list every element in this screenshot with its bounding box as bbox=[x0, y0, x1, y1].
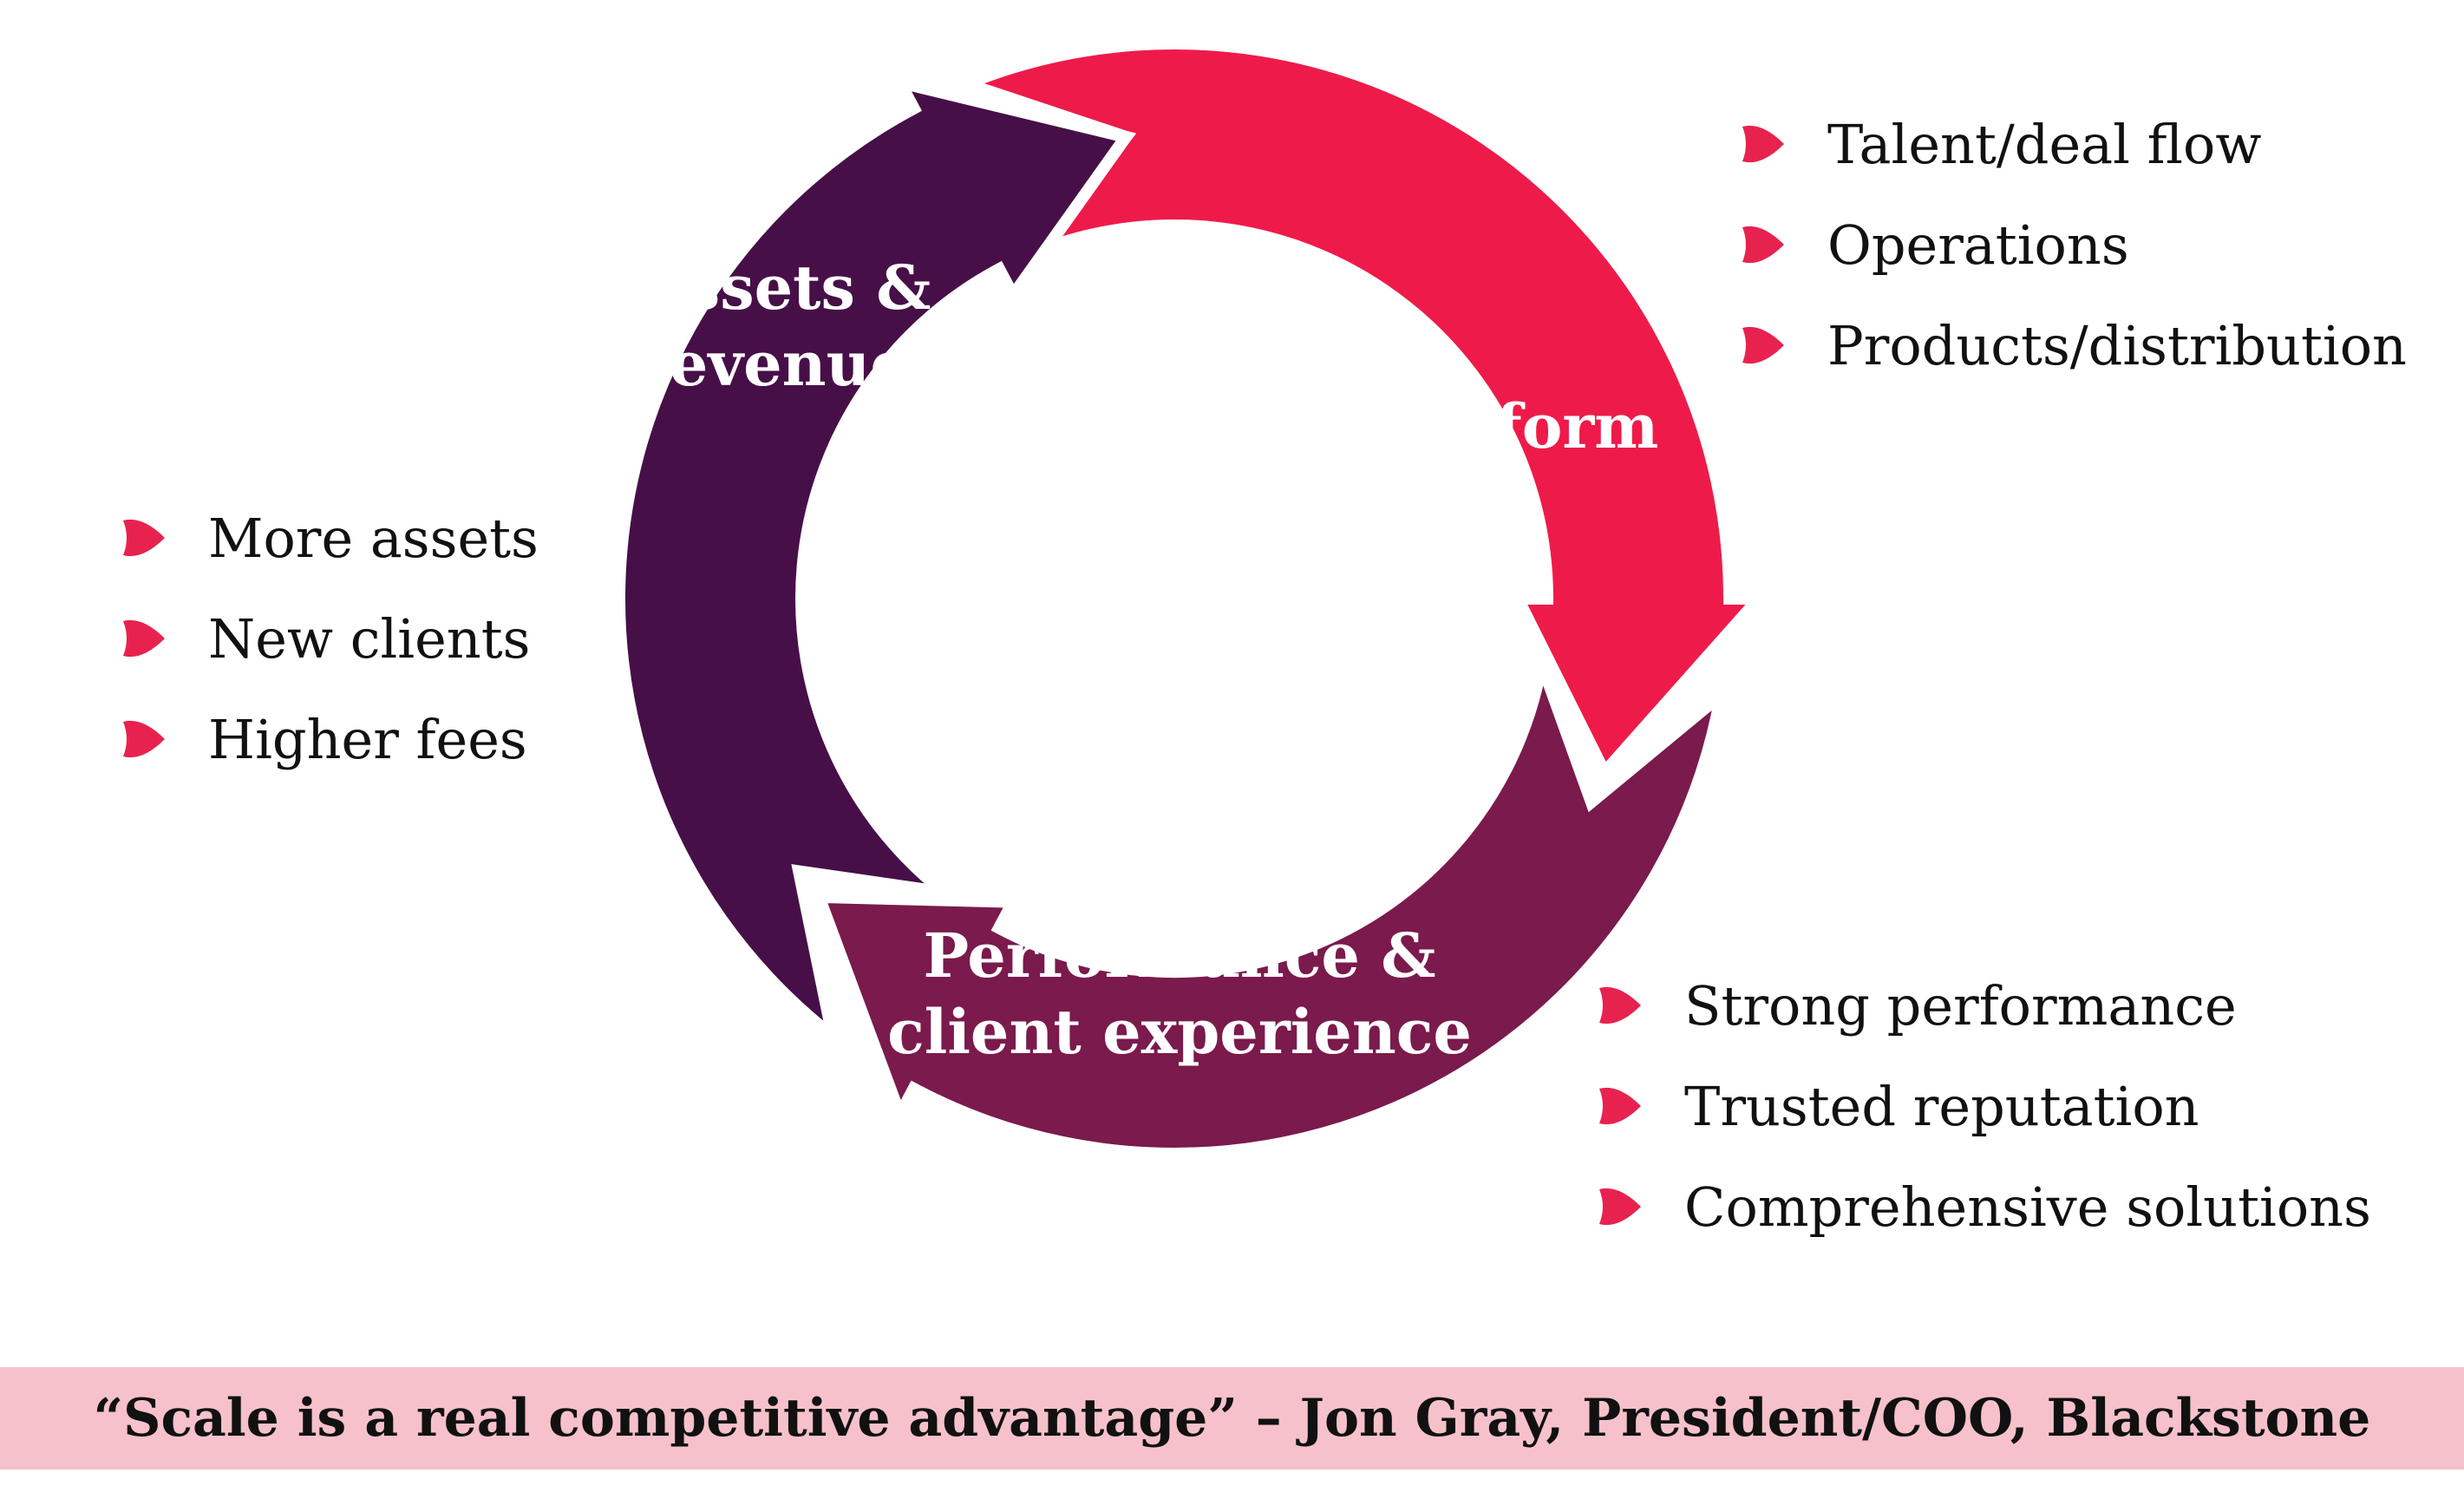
cycle-arrows bbox=[613, 37, 1773, 1161]
bullet-text: Talent/deal flow bbox=[1827, 112, 2262, 176]
bullet-marker-icon bbox=[1737, 222, 1786, 267]
assets-label-line2: revenues bbox=[637, 328, 944, 400]
bullet-marker-icon bbox=[1594, 983, 1643, 1028]
list-item: Talent/deal flow bbox=[1737, 94, 2407, 194]
bullet-marker-icon bbox=[1737, 323, 1786, 368]
quote-banner: “Scale is a real competitive advantage” … bbox=[0, 1367, 2464, 1470]
bullet-marker-icon bbox=[118, 616, 167, 661]
list-item: New clients bbox=[118, 588, 539, 689]
bullet-text: Operations bbox=[1827, 213, 2129, 277]
list-item: Trusted reputation bbox=[1594, 1056, 2371, 1156]
platform-label: Platform bbox=[1327, 389, 1691, 465]
bullet-marker-icon bbox=[118, 717, 167, 762]
performance-client-experience-label: Performance & client experience bbox=[876, 918, 1483, 1070]
bullet-text: Higher fees bbox=[208, 707, 527, 771]
bullet-text: More assets bbox=[208, 506, 539, 570]
performance-bullet-list: Strong performance Trusted reputation Co… bbox=[1594, 955, 2371, 1257]
performance-arrow bbox=[810, 639, 1730, 1161]
performance-label-line2: client experience bbox=[887, 996, 1472, 1068]
bullet-marker-icon bbox=[118, 515, 167, 560]
bullet-marker-icon bbox=[1594, 1083, 1643, 1129]
performance-label-line1: Performance & bbox=[923, 920, 1436, 992]
list-item: Strong performance bbox=[1594, 955, 2371, 1056]
list-item: Comprehensive solutions bbox=[1594, 1156, 2371, 1257]
platform-label-line1: Platform bbox=[1359, 390, 1659, 462]
bullet-text: Comprehensive solutions bbox=[1684, 1175, 2371, 1239]
bullet-text: Trusted reputation bbox=[1684, 1074, 2199, 1138]
bullet-marker-icon bbox=[1737, 121, 1786, 167]
platform-bullet-list: Talent/deal flow Operations Products/dis… bbox=[1737, 94, 2407, 396]
assets-bullet-list: More assets New clients Higher fees bbox=[118, 488, 539, 789]
bullet-text: Strong performance bbox=[1684, 973, 2237, 1038]
assets-label-line1: Assets & bbox=[638, 252, 931, 324]
bullet-text: Products/distribution bbox=[1827, 313, 2407, 377]
assets-revenues-label: Assets & revenues bbox=[637, 250, 944, 403]
platform-arrow bbox=[949, 37, 1773, 783]
assets-arrow bbox=[613, 73, 1136, 1051]
bullet-text: New clients bbox=[208, 606, 531, 671]
bullet-marker-icon bbox=[1594, 1184, 1643, 1229]
list-item: Products/distribution bbox=[1737, 295, 2407, 396]
list-item: Higher fees bbox=[118, 689, 539, 789]
quote-text: “Scale is a real competitive advantage” … bbox=[93, 1388, 2371, 1449]
list-item: More assets bbox=[118, 488, 539, 588]
list-item: Operations bbox=[1737, 194, 2407, 295]
